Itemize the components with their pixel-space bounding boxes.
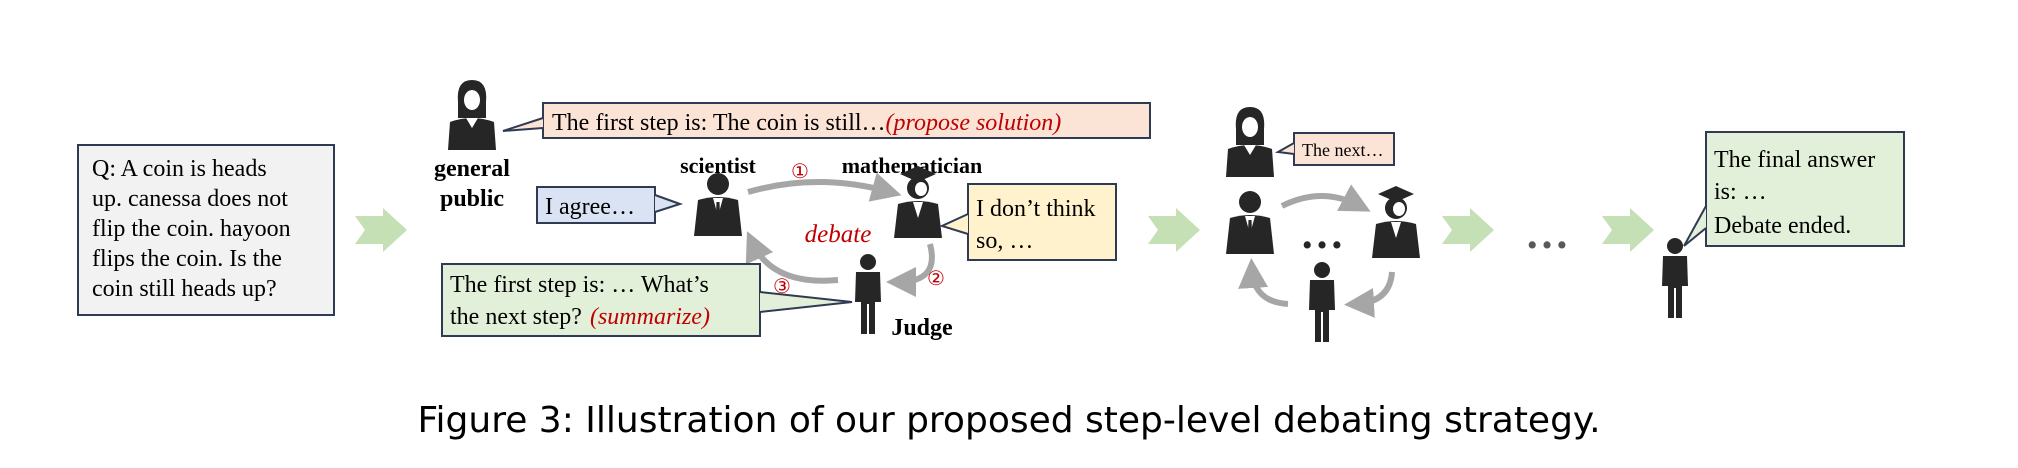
disagree-line-2: so, … <box>976 228 1033 254</box>
general-public-icon <box>448 80 496 150</box>
summary-line-1: The first step is: … What’s <box>450 272 709 298</box>
disagree-bubble: I don’t think so, … <box>939 183 1117 261</box>
agents-ellipsis: … <box>1300 209 1344 258</box>
flow-arrow-3 <box>1442 208 1494 252</box>
question-line-4: flips the coin. Is the <box>92 246 282 272</box>
debate-cycle: debate ① ② ③ <box>745 161 945 298</box>
agree-text: I agree… <box>545 194 635 220</box>
propose-bubble: The first step is: The coin is still…(pr… <box>502 102 1151 139</box>
next-text: The next… <box>1302 140 1383 160</box>
final-line-2: is: … <box>1714 179 1767 205</box>
agree-bubble: I agree… <box>536 186 684 224</box>
step-1-marker: ① <box>791 161 809 183</box>
scientist-icon-2 <box>1226 191 1274 254</box>
general-public-label-1: general <box>434 156 510 182</box>
question-line-3: flip the coin. hayoon <box>92 216 291 242</box>
judge-label: Judge <box>891 315 953 341</box>
judge-icon-2 <box>1309 262 1335 342</box>
question-box: Q: A coin is heads up. canessa does not … <box>77 144 335 316</box>
disagree-line-1: I don’t think <box>976 196 1096 222</box>
judge-icon-final <box>1662 238 1688 318</box>
question-line-5: coin still heads up? <box>92 276 277 302</box>
next-bubble: The next… <box>1274 132 1395 166</box>
judge-icon <box>855 254 881 334</box>
general-public-icon-2 <box>1226 107 1274 177</box>
summary-bubble: The first step is: … What’s the next ste… <box>441 263 853 337</box>
svg-text:The first step is: The coin is: The first step is: The coin is still…(pr… <box>552 110 1061 136</box>
question-line-1: Q: A coin is heads <box>92 156 267 182</box>
svg-text:the next step?(summarize): the next step? (summarize) <box>450 304 710 330</box>
flow-arrow-2 <box>1148 208 1200 252</box>
propose-tag: (propose solution) <box>886 110 1062 136</box>
summary-tag: (summarize) <box>590 304 710 330</box>
flow-arrow-4 <box>1602 208 1654 252</box>
general-public-label-2: public <box>440 186 504 212</box>
step-3-marker: ③ <box>773 276 791 298</box>
mathematician-icon-2 <box>1372 186 1420 258</box>
step-2-marker: ② <box>927 268 945 290</box>
figure-caption: Figure 3: Illustration of our proposed s… <box>417 400 1600 441</box>
summary-line-2: the next step? <box>450 304 582 330</box>
propose-text: The first step is: The coin is still… <box>552 110 886 136</box>
final-line-3: Debate ended. <box>1714 213 1851 239</box>
debate-label: debate <box>805 221 872 248</box>
final-bubble: The final answer is: … Debate ended. <box>1683 131 1905 247</box>
debate-cycle-2 <box>1238 184 1395 318</box>
final-line-1: The final answer <box>1714 147 1875 173</box>
flow-arrow-1 <box>355 208 407 252</box>
question-line-2: up. canessa does not <box>92 186 288 212</box>
scientist-icon <box>694 173 742 236</box>
stages-ellipsis: … <box>1525 209 1569 258</box>
